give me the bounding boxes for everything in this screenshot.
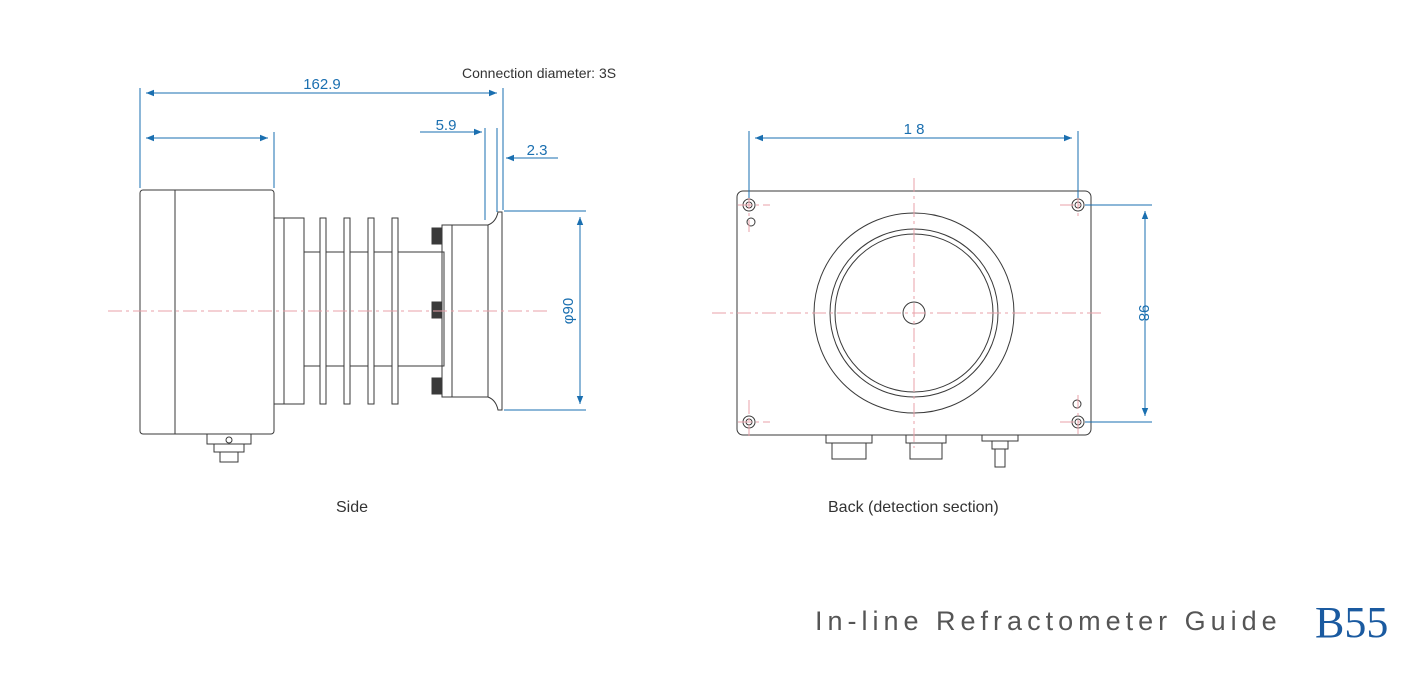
dim-height: 98 xyxy=(1135,305,1152,322)
guide-title: In-line Refractometer Guide xyxy=(815,606,1282,636)
dim-diameter: φ90 xyxy=(560,298,577,324)
dim-flange-offset: 5.9 xyxy=(436,117,457,134)
connector xyxy=(905,434,947,444)
side-housing xyxy=(139,189,275,435)
back-view-caption: Back (detection section) xyxy=(828,499,999,516)
dim-width: 1 8 xyxy=(904,121,925,138)
connector xyxy=(981,434,1019,442)
dim-overall-length: 162.9 xyxy=(303,76,341,93)
back-dimensions xyxy=(748,131,1152,423)
side-view xyxy=(139,189,503,463)
connection-note: Connection diameter: 3S xyxy=(462,65,616,81)
side-view-caption: Side xyxy=(336,499,369,516)
side-dimensions xyxy=(139,88,586,411)
dim-flange-thickness: 2.3 xyxy=(527,142,548,159)
connector xyxy=(825,434,873,444)
back-centerlines xyxy=(712,178,1104,448)
page-number: B55 xyxy=(1315,598,1389,647)
